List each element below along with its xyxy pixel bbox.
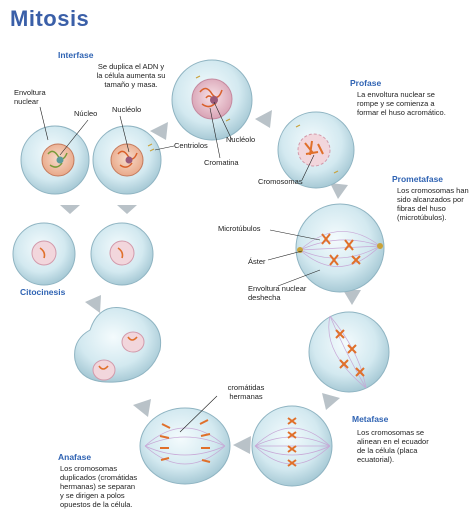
label-envoltura-deshecha: Envoltura nuclear deshecha [248, 284, 307, 302]
label-envoltura-nuclear: Envoltura nuclear [14, 88, 46, 106]
label-centriolos: Centriolos [174, 141, 208, 150]
flow-arrows [60, 110, 361, 454]
arrow-metafase-to-anafase [233, 436, 251, 454]
desc-prometafase: Los cromosomas han sido alcanzados por f… [397, 186, 469, 222]
cell-anafase [139, 407, 231, 485]
arrow-interfase-to-top [150, 122, 168, 140]
label-microtubulos: Microtúbulos [218, 224, 261, 233]
desc-anafase: Los cromosomas duplicados (cromátidas he… [60, 464, 138, 509]
label-aster: Áster [248, 257, 266, 266]
phase-profase: Profase [350, 78, 382, 88]
cell-profase [277, 111, 355, 189]
phase-anafase: Anafase [58, 452, 92, 462]
phase-citocinesis: Citocinesis [20, 287, 66, 297]
desc-metafase: Los cromosomas se alinean en el ecuador … [357, 428, 429, 464]
cell-prometafase [295, 203, 385, 293]
arrow-anafase-to-citocinesis [133, 399, 151, 417]
cell-interfase-large [171, 59, 253, 141]
cell-citocinesis-dividing [74, 307, 162, 383]
phase-metafase: Metafase [352, 414, 389, 424]
arrow-cito-to-inter-left [60, 205, 80, 214]
cell-metafase-lower [251, 405, 333, 487]
cell-metafase-upper [308, 311, 390, 393]
cell-interfase-right [92, 125, 162, 195]
label-cromatina: Cromatina [204, 158, 239, 167]
arrow-citocinesis-up [85, 295, 101, 313]
page-title: Mitosis [10, 6, 90, 31]
label-nucleo: Núcleo [74, 109, 98, 118]
arrow-profase-to-prometafase [330, 183, 348, 199]
leader-lines [39, 101, 321, 433]
label-cromatidas: cromátidas hermanas [227, 383, 265, 401]
label-nucleolo-top: Nucléolo [226, 135, 256, 144]
phase-interfase: Interfase [58, 50, 94, 60]
phase-prometafase: Prometafase [392, 174, 444, 184]
arrow-metafase-to-metafase2 [322, 393, 340, 410]
label-cromosomas: Cromosomas [258, 177, 303, 186]
label-nucleolo-left: Nucléolo [112, 105, 142, 114]
cell-citocinesis-daughters [12, 222, 154, 286]
cell-interfase-left [20, 125, 90, 195]
arrow-prometafase-to-metafase [343, 290, 361, 305]
desc-profase: La envoltura nuclear se rompe y se comie… [357, 90, 446, 117]
desc-interfase: Se duplica el ADN y la célula aumenta su… [96, 62, 166, 89]
arrow-cito-to-inter-right [117, 205, 137, 214]
arrow-top-to-profase [255, 110, 272, 128]
